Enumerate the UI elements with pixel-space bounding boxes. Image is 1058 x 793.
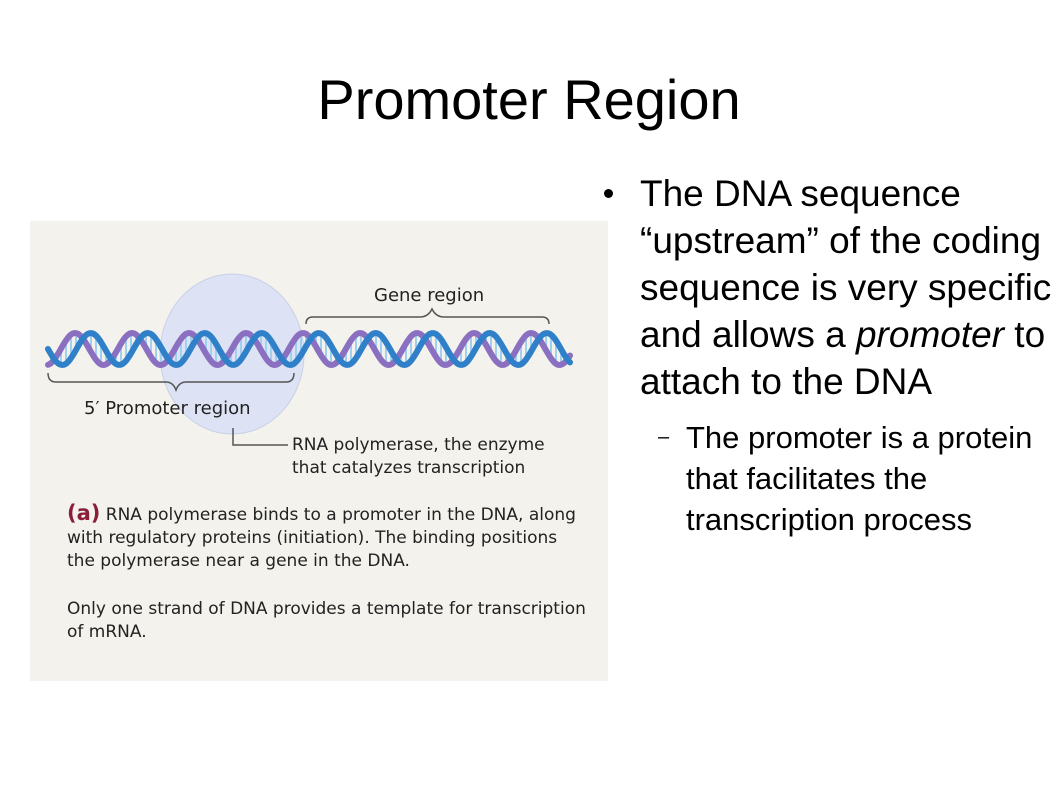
caption-b: Only one strand of DNA provides a templa… <box>67 599 586 642</box>
main-bullet-text-1: The DNA sequence “upstream” of the codin… <box>640 173 1052 355</box>
sub-bullet-text: The promoter is a protein that facilitat… <box>686 420 1033 537</box>
main-bullet: The DNA sequence “upstream” of the codin… <box>598 170 1058 405</box>
sub-bullet-dash-icon: – <box>658 426 670 448</box>
dna-promoter-figure: Gene region 5′ Promoter region RNA polym… <box>30 221 608 681</box>
rnap-label-line-2: that catalyzes transcription <box>292 458 526 478</box>
promoter-region-bracket <box>47 372 295 393</box>
main-bullet-emphasis: promoter <box>855 314 1005 355</box>
caption-a-text: RNA polymerase binds to a promoter in th… <box>67 505 576 571</box>
dna-helix-diagram <box>45 273 573 446</box>
main-bullet-text-2: to attach to the DNA <box>640 314 1046 402</box>
slide-title: Promoter Region <box>317 68 741 131</box>
sub-bullet: – The promoter is a protein that facilit… <box>598 417 1058 540</box>
caption-a: (a) RNA polymerase binds to a promoter i… <box>67 502 587 573</box>
rnap-leader-line <box>232 428 288 446</box>
bullet-dot-icon <box>604 189 613 198</box>
rna-polymerase-label: RNA polymerase, the enzyme that catalyze… <box>292 434 545 480</box>
dna-strand-blue <box>45 329 573 369</box>
rnap-label-line-1: RNA polymerase, the enzyme <box>292 435 545 455</box>
bullet-list: The DNA sequence “upstream” of the codin… <box>598 170 1058 540</box>
gene-region-bracket <box>305 307 550 325</box>
gene-region-label: Gene region <box>374 285 485 306</box>
caption-a-marker: (a) <box>67 501 101 525</box>
promoter-region-label: 5′ Promoter region <box>84 398 251 419</box>
